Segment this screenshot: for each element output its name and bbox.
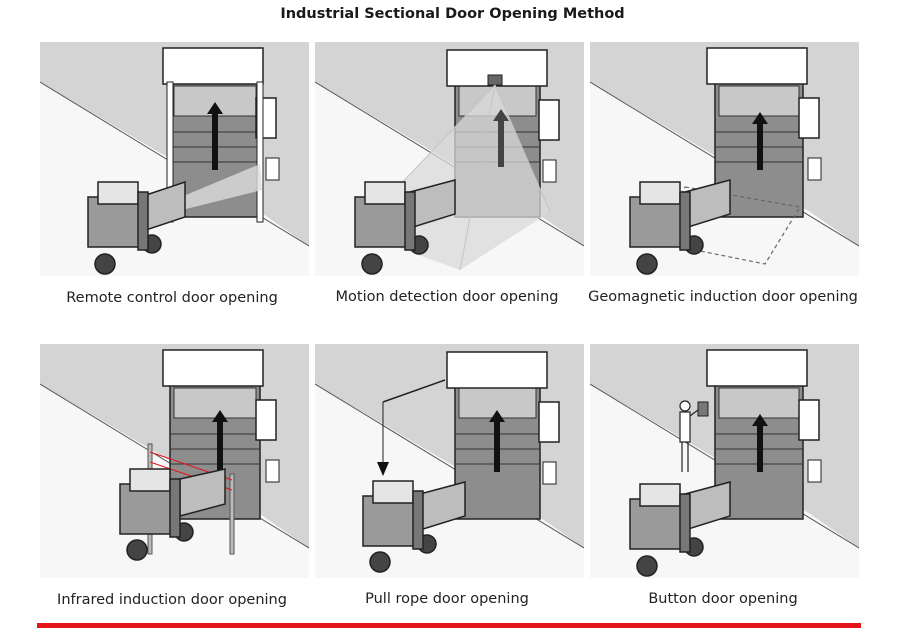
caption-geomagnetic-induction: Geomagnetic induction door opening [588, 289, 858, 305]
caption-motion-detection: Motion detection door opening [335, 289, 559, 305]
caption-infrared-induction: Infrared induction door opening [57, 592, 287, 608]
page-title: Industrial Sectional Door Opening Method [280, 6, 625, 22]
illustration-button [590, 344, 859, 578]
illustration-pull-rope [315, 344, 584, 578]
illustration-remote-control [40, 42, 309, 276]
illustration-geomagnetic-induction [590, 42, 859, 276]
caption-remote-control: Remote control door opening [66, 290, 278, 306]
illustration-motion-detection [315, 42, 584, 276]
accent-divider [37, 623, 861, 628]
caption-button: Button door opening [648, 591, 798, 607]
caption-pull-rope: Pull rope door opening [365, 591, 529, 607]
illustration-infrared-induction [40, 344, 309, 578]
